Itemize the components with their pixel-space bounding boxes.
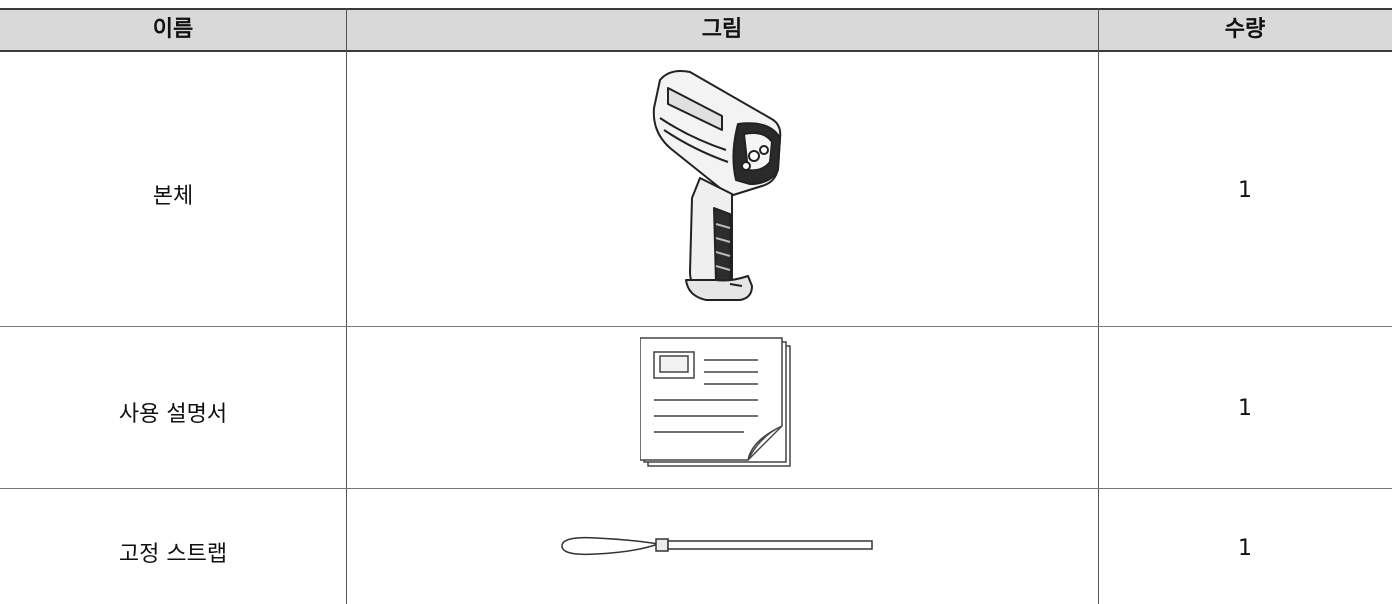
table-row-3-quantity: 1 bbox=[1238, 536, 1252, 561]
table-row-1-quantity: 1 bbox=[1238, 178, 1252, 203]
row-divider bbox=[0, 488, 1392, 489]
column-divider bbox=[346, 8, 347, 604]
row-divider bbox=[0, 326, 1392, 327]
table-row-3-name: 고정 스트랩 bbox=[118, 542, 228, 567]
thermometer-gun-illustration bbox=[652, 70, 782, 301]
header-name: 이름 bbox=[152, 17, 194, 42]
header-figure: 그림 bbox=[701, 17, 743, 42]
column-divider bbox=[1098, 8, 1099, 604]
table-header: 이름 그림 수량 bbox=[0, 8, 1392, 52]
strap-illustration bbox=[561, 536, 873, 556]
table-row-2-quantity: 1 bbox=[1238, 396, 1252, 421]
header-quantity: 수량 bbox=[1224, 17, 1266, 42]
manual-illustration bbox=[640, 337, 791, 467]
table-row-2-name: 사용 설명서 bbox=[118, 402, 228, 427]
table-row-1-name: 본체 bbox=[152, 184, 194, 209]
